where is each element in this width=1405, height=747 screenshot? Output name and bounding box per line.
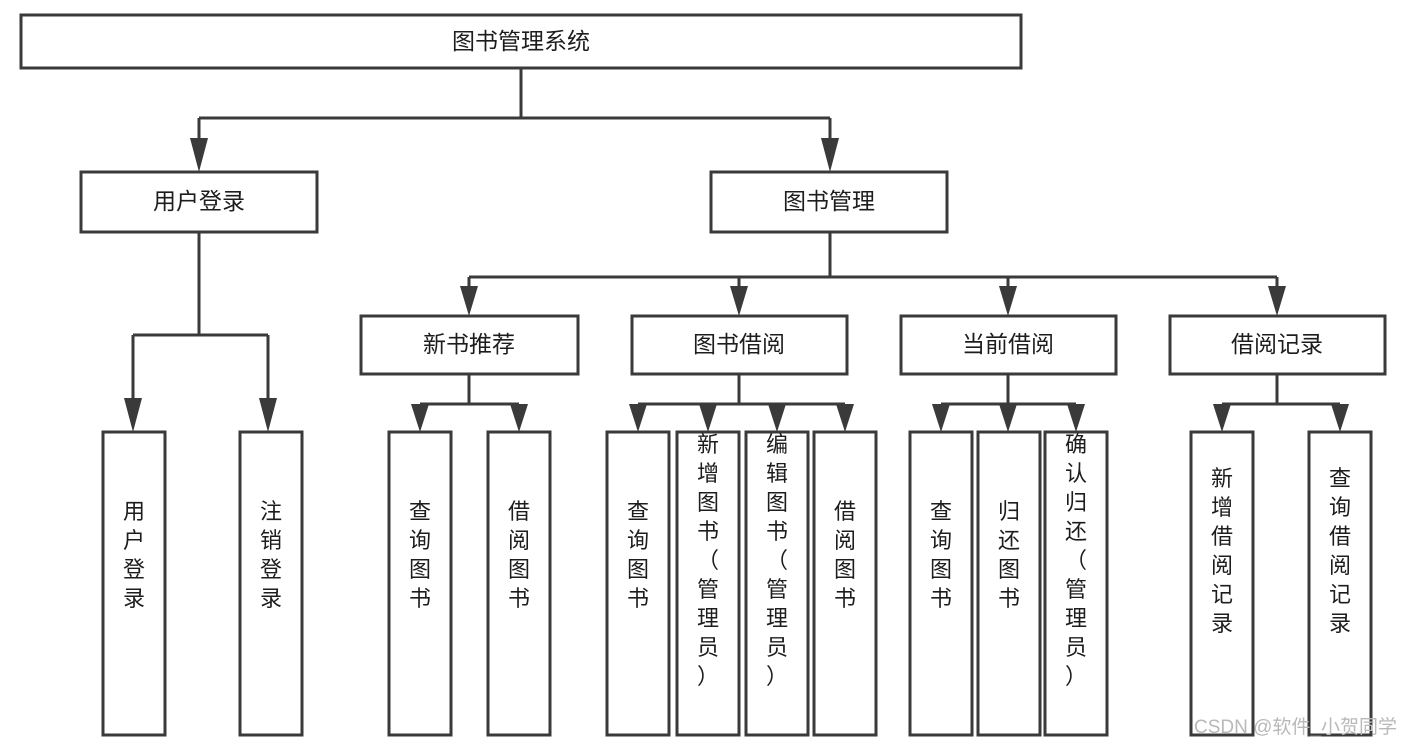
arrow-head-leaf-ul-2 <box>259 398 277 432</box>
connector-group-new-book <box>411 374 528 432</box>
arrow-head-to-current <box>999 286 1017 316</box>
connector-group-current <box>932 374 1085 432</box>
leaf-label-user-login-1: 用户登录 <box>123 499 145 611</box>
node-current-borrow[interactable]: 当前借阅 <box>899 314 1118 376</box>
leaf-node[interactable]: 编辑图书（管理员） <box>744 430 810 737</box>
leaf-node[interactable]: 归还图书 <box>976 430 1042 737</box>
connector-group-book-manage <box>460 232 1286 316</box>
leaf-box-user-login-2[interactable] <box>238 430 304 737</box>
leaf-label-borrow-1: 查询图书 <box>627 499 649 611</box>
leaf-label-current-2: 归还图书 <box>998 499 1020 611</box>
leaf-node[interactable]: 查询借阅记录 <box>1307 430 1373 737</box>
node-current-borrow-label: 当前借阅 <box>962 331 1054 357</box>
arrow-head-leaf-bw-3 <box>768 404 786 432</box>
leaf-node[interactable]: 借阅图书 <box>812 430 878 737</box>
node-book-borrow[interactable]: 图书借阅 <box>630 314 849 376</box>
connector-group-root <box>190 68 839 172</box>
arrow-head-leaf-cu-1 <box>932 404 950 432</box>
node-user-login-box[interactable] <box>79 170 319 234</box>
arrow-head-leaf-bw-1 <box>629 404 647 432</box>
leaf-box-records-2[interactable] <box>1307 430 1373 737</box>
arrow-head-to-user-login <box>190 138 208 172</box>
csdn-watermark: CSDN @软件_小贺同学 <box>1194 716 1397 738</box>
arrow-head-leaf-rc-2 <box>1331 404 1349 432</box>
arrow-head-to-new-book <box>460 286 478 316</box>
leaf-box-user-login-1[interactable] <box>101 430 167 737</box>
node-root-box[interactable] <box>19 13 1023 70</box>
leaf-box-borrow-3[interactable] <box>744 430 810 737</box>
leaf-label-records-1: 新增借阅记录 <box>1211 466 1233 636</box>
leaf-label-new-book-1: 查询图书 <box>409 499 431 611</box>
leaf-box-borrow-2[interactable] <box>675 430 741 737</box>
leaf-node[interactable]: 查询图书 <box>605 430 671 737</box>
leaf-node[interactable]: 用户登录 <box>101 430 167 737</box>
arrow-head-to-book-manage <box>821 138 839 172</box>
leaf-box-borrow-1[interactable] <box>605 430 671 737</box>
arrow-head-to-records <box>1268 286 1286 316</box>
node-borrow-records-box[interactable] <box>1168 314 1387 376</box>
leaf-box-borrow-4[interactable] <box>812 430 878 737</box>
arrow-head-leaf-bw-2 <box>699 404 717 432</box>
leaf-box-new-book-1[interactable] <box>387 430 453 737</box>
leaf-label-records-2: 查询借阅记录 <box>1329 466 1351 636</box>
leaf-box-new-book-2[interactable] <box>486 430 552 737</box>
leaf-label-current-3: 确认归还（管理员） <box>1065 432 1087 689</box>
node-new-book-recommend-label: 新书推荐 <box>423 331 515 357</box>
node-user-login-label: 用户登录 <box>153 188 245 214</box>
arrow-head-to-borrow <box>730 286 748 316</box>
node-book-borrow-box[interactable] <box>630 314 849 376</box>
leaf-box-records-1[interactable] <box>1189 430 1255 737</box>
arrow-head-leaf-nb-2 <box>510 404 528 432</box>
leaf-box-current-1[interactable] <box>908 430 974 737</box>
leaf-label-borrow-4: 借阅图书 <box>834 499 856 611</box>
node-book-manage[interactable]: 图书管理 <box>709 170 949 234</box>
node-new-book-recommend-box[interactable] <box>359 314 580 376</box>
leaf-box-current-3[interactable] <box>1043 430 1109 737</box>
arrow-head-leaf-cu-2 <box>999 404 1017 432</box>
leaf-box-current-2[interactable] <box>976 430 1042 737</box>
node-borrow-records[interactable]: 借阅记录 <box>1168 314 1387 376</box>
leaf-label-new-book-2: 借阅图书 <box>508 499 530 611</box>
leaf-label-user-login-2: 注销登录 <box>260 499 282 611</box>
leaf-node[interactable]: 注销登录 <box>238 430 304 737</box>
leaf-node[interactable]: 查询图书 <box>387 430 453 737</box>
connector-group-user-login <box>124 232 277 432</box>
leaf-label-current-1: 查询图书 <box>930 499 952 611</box>
node-user-login[interactable]: 用户登录 <box>79 170 319 234</box>
leaf-node[interactable]: 查询图书 <box>908 430 974 737</box>
arrow-head-leaf-bw-4 <box>836 404 854 432</box>
arrow-head-leaf-cu-3 <box>1067 404 1085 432</box>
leaf-node[interactable]: 新增图书（管理员） <box>675 430 741 737</box>
leaf-node[interactable]: 确认归还（管理员） <box>1043 430 1109 737</box>
arrow-head-leaf-rc-1 <box>1213 404 1231 432</box>
node-root[interactable]: 图书管理系统 <box>19 13 1023 70</box>
node-book-manage-box[interactable] <box>709 170 949 234</box>
leaf-node[interactable]: 借阅图书 <box>486 430 552 737</box>
node-book-borrow-label: 图书借阅 <box>693 331 785 357</box>
arrow-head-leaf-ul-1 <box>124 398 142 432</box>
connector-group-records <box>1213 374 1349 432</box>
leaf-label-borrow-3: 编辑图书（管理员） <box>766 432 788 689</box>
leaf-node[interactable]: 新增借阅记录 <box>1189 430 1255 737</box>
connector-group-borrow <box>629 374 854 432</box>
node-borrow-records-label: 借阅记录 <box>1231 331 1323 357</box>
arrow-head-leaf-nb-1 <box>411 404 429 432</box>
node-current-borrow-box[interactable] <box>899 314 1118 376</box>
node-new-book-recommend[interactable]: 新书推荐 <box>359 314 580 376</box>
node-root-label: 图书管理系统 <box>452 28 590 54</box>
leaf-label-borrow-2: 新增图书（管理员） <box>697 432 719 689</box>
node-book-manage-label: 图书管理 <box>783 188 875 214</box>
